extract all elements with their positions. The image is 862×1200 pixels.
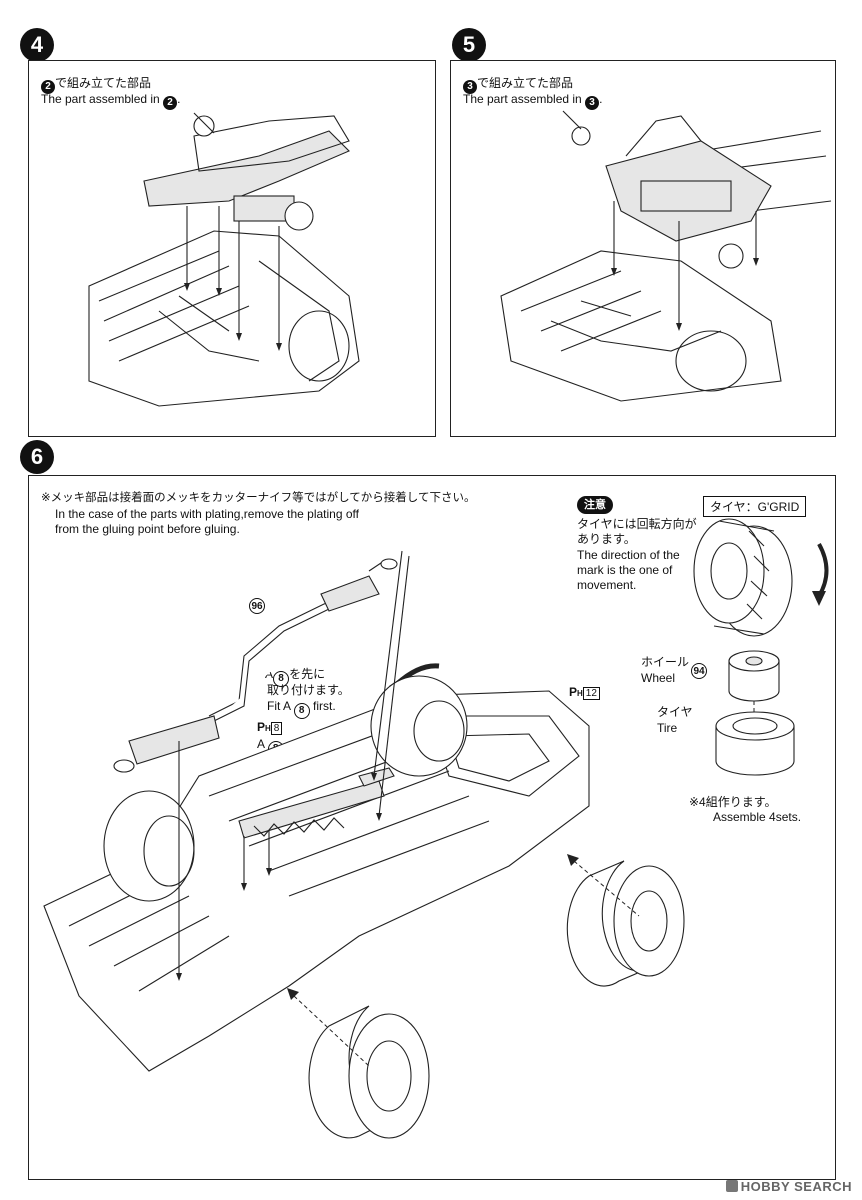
step-4-note-jp-text: で組み立てた部品 — [55, 76, 152, 90]
exhaust-illustration — [113, 558, 398, 773]
fit-note-en: Fit A 8 first. — [267, 698, 336, 719]
plating-note-en-1: In the case of the parts with plating,re… — [55, 507, 359, 521]
step-5-badge: 5 — [452, 28, 486, 62]
step-5-note-en-text: The part assembled in — [463, 92, 582, 106]
fit-note-jp-2: 取り付けます。 — [267, 683, 350, 697]
a8-letter: A — [257, 737, 265, 751]
caution-en-3: movement. — [577, 578, 637, 592]
tire-illustration — [715, 711, 795, 776]
step-4-badge: 4 — [20, 28, 54, 62]
caution-block: 注意 — [577, 496, 613, 514]
assemble-note-en: Assemble 4sets. — [713, 810, 802, 824]
fit-note-en-prefix: Fit A — [267, 699, 291, 713]
ph8-prefix: P — [257, 720, 266, 734]
ph12-num: 12 — [582, 687, 600, 700]
part-94-badge: 94 — [691, 663, 707, 679]
wheel-label-en: Wheel — [641, 671, 676, 685]
ph8-sub: H — [265, 724, 271, 733]
step-4-note-en-text: The part assembled in — [41, 92, 160, 106]
part-a8-badge: 8 — [273, 671, 290, 687]
step-6-illustration — [43, 518, 829, 1139]
step-4-note-en: The part assembled in 2. — [41, 92, 181, 110]
tire-label-en: Tire — [657, 721, 678, 735]
caution-en-1: The direction of the — [577, 548, 680, 562]
part-a8-badge-en: 8 — [293, 703, 310, 719]
ph12-prefix: P — [569, 685, 578, 699]
front-left-tire-illustration — [308, 1005, 430, 1139]
wheel-label-jp: ホイール — [641, 655, 690, 669]
step-5-note-jp-text: で組み立てた部品 — [477, 76, 574, 90]
assemble-note-jp: ※4組作ります。 — [689, 795, 777, 809]
tire-direction-illustration — [693, 518, 829, 637]
step-5-note-en: The part assembled in 3. — [463, 92, 603, 110]
caution-en-2: mark is the one of — [577, 563, 673, 577]
part-96-badge: 96 — [249, 598, 265, 614]
rear-tires-illustration — [103, 675, 468, 902]
caution-jp-1: タイヤには回転方向が — [577, 517, 697, 531]
fit-note-en-suffix: first. — [313, 699, 336, 713]
front-right-tire-illustration — [566, 860, 685, 987]
step-5-illustration — [500, 110, 832, 402]
wheel-illustration — [728, 650, 780, 702]
plating-note-en-2: from the gluing point before gluing. — [55, 522, 240, 536]
tire-type-label: タイヤ：G'GRID — [703, 496, 807, 517]
caution-badge: 注意 — [577, 496, 613, 514]
ref-step-2-badge: 2 — [41, 80, 55, 94]
watermark: HOBBY SEARCH — [725, 1179, 852, 1194]
ref-step-3-badge-en: 3 — [585, 96, 600, 110]
watermark-logo-icon — [725, 1180, 738, 1192]
ref-step-3-badge: 3 — [463, 80, 477, 94]
ph8-num: 8 — [270, 722, 283, 735]
watermark-text: HOBBY SEARCH — [740, 1179, 852, 1194]
plating-note-jp: ※メッキ部品は接着面のメッキをカッターナイフ等ではがしてから接着して下さい。 — [41, 492, 476, 504]
fit-note-jp-suffix: を先に — [289, 667, 326, 681]
ph12-sub: H — [577, 689, 583, 698]
ref-step-2-badge-en: 2 — [163, 96, 178, 110]
step-6-panel: ※メッキ部品は接着面のメッキをカッターナイフ等ではがしてから接着して下さい。 I… — [28, 475, 836, 1180]
tire-label-jp: タイヤ — [657, 705, 693, 719]
step-6-badge: 6 — [20, 440, 54, 474]
step-4-illustration — [88, 112, 360, 407]
caution-jp-2: あります。 — [577, 532, 636, 546]
